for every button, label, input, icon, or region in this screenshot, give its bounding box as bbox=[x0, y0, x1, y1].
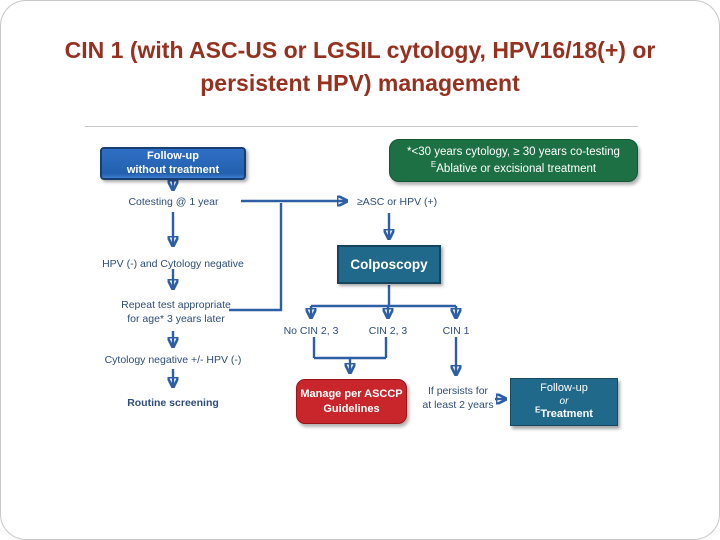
page-title-line1: CIN 1 (with ASC-US or LGSIL cytology, HP… bbox=[64, 37, 656, 63]
label-repeat-line1: Repeat test appropriate bbox=[121, 299, 231, 311]
page-title-line2: persistent HPV) management bbox=[200, 69, 520, 96]
label-cin23: CIN 2, 3 bbox=[368, 325, 408, 337]
manage-line2: Guidelines bbox=[323, 402, 380, 415]
label-persists-line2: at least 2 years bbox=[422, 399, 494, 412]
treatment-line1: Follow-up bbox=[540, 382, 588, 394]
node-followup-line2: without treatment bbox=[126, 163, 220, 176]
node-colposcopy: Colposcopy bbox=[337, 245, 441, 284]
treatment-line3: ETreatment bbox=[535, 405, 593, 421]
colposcopy-label: Colposcopy bbox=[350, 257, 428, 272]
legend-line1: *<30 years cytology, ≥ 30 years co-testi… bbox=[407, 146, 620, 159]
node-followup-without-treatment: Follow-up without treatment bbox=[100, 147, 246, 180]
label-cin1: CIN 1 bbox=[442, 325, 470, 337]
manage-line1: Manage per ASCCP bbox=[300, 388, 403, 401]
label-no-cin23: No CIN 2, 3 bbox=[283, 325, 339, 337]
node-followup-line1: Follow-up bbox=[147, 149, 199, 162]
label-persists-line1: If persists for bbox=[427, 385, 489, 397]
label-routine-screening: Routine screening bbox=[127, 397, 219, 409]
label-repeat-line2: for age* 3 years later bbox=[127, 313, 225, 326]
label-cytology-negative: Cytology negative +/- HPV (-) bbox=[104, 354, 242, 366]
label-hpv-neg-cyto-neg: HPV (-) and Cytology negative bbox=[102, 258, 244, 270]
legend-footnote-mark: E bbox=[430, 159, 437, 169]
title-divider bbox=[85, 126, 638, 127]
node-legend: *<30 years cytology, ≥ 30 years co-testi… bbox=[389, 139, 638, 182]
label-persists: If persists for at least 2 years bbox=[419, 384, 497, 412]
connector-colposcopy-branch bbox=[311, 285, 456, 317]
connector-merge-to-manage bbox=[312, 337, 388, 372]
label-asc-or-hpv: ≥ASC or HPV (+) bbox=[357, 196, 438, 208]
node-followup-or-treatment: Follow-up or ETreatment bbox=[510, 378, 618, 426]
page-title: CIN 1 (with ASC-US or LGSIL cytology, HP… bbox=[1, 34, 719, 99]
treatment-footnote-mark: E bbox=[535, 405, 541, 415]
legend-line2: EAblative or excisional treatment bbox=[430, 159, 597, 175]
treatment-line2: or bbox=[559, 395, 569, 407]
label-repeat-test: Repeat test appropriate for age* 3 years… bbox=[108, 298, 244, 326]
label-cotesting: Cotesting @ 1 year bbox=[128, 196, 219, 208]
node-manage-asccp: Manage per ASCCP Guidelines bbox=[296, 379, 407, 424]
